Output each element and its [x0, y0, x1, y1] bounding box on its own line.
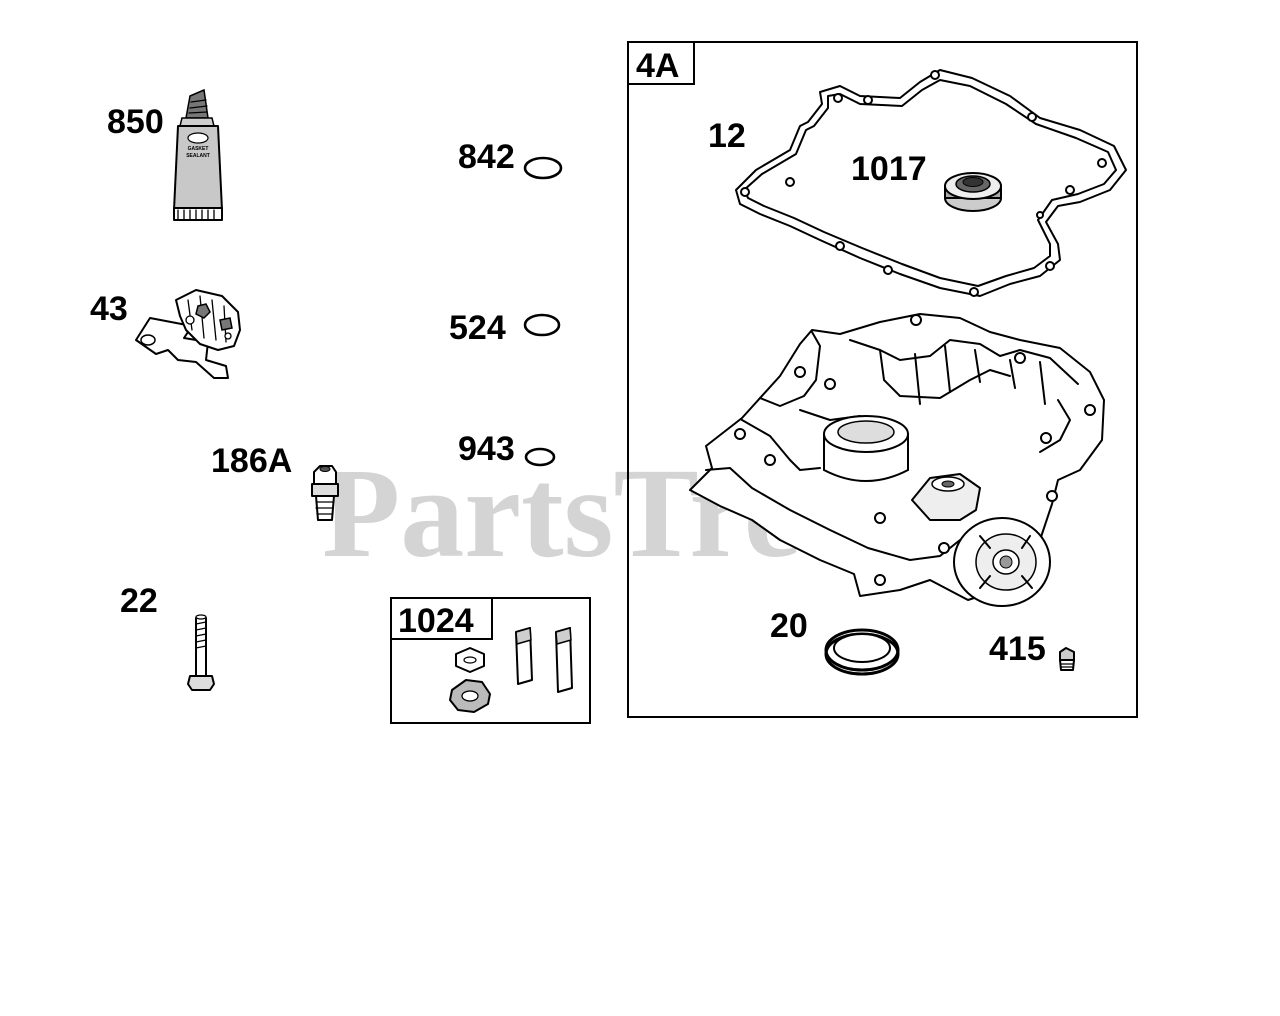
label-22: 22 — [120, 582, 158, 620]
plug-part[interactable] — [1059, 647, 1075, 671]
label-43: 43 — [90, 290, 128, 328]
label-842: 842 — [458, 138, 515, 176]
oring-943-part[interactable] — [524, 447, 556, 467]
label-4a: 4A — [636, 47, 679, 85]
oil-seal-part[interactable] — [944, 172, 1002, 212]
assembly-4a-box — [627, 41, 1138, 718]
tube-text-1: GASKET — [188, 146, 209, 152]
label-524: 524 — [449, 309, 506, 347]
label-186a: 186A — [211, 442, 292, 480]
label-12: 12 — [708, 117, 746, 155]
bolt-part[interactable] — [187, 614, 215, 691]
label-1024: 1024 — [398, 602, 474, 640]
label-850: 850 — [107, 103, 164, 141]
bracket-assembly-part[interactable] — [135, 289, 241, 379]
tube-text-2: SEALANT — [186, 153, 210, 159]
crankcase-cover-part[interactable] — [689, 313, 1105, 607]
label-415: 415 — [989, 630, 1046, 668]
label-20: 20 — [770, 607, 808, 645]
label-943: 943 — [458, 430, 515, 468]
kit-1024-parts[interactable] — [449, 627, 573, 713]
oring-524-part[interactable] — [523, 313, 561, 337]
oring-842-part[interactable] — [523, 156, 563, 180]
sealant-tube-part[interactable]: GASKET SEALANT — [173, 88, 223, 221]
gasket-part[interactable] — [735, 69, 1127, 297]
fitting-part[interactable] — [311, 465, 339, 521]
label-1017: 1017 — [851, 150, 927, 188]
seal-ring-part[interactable] — [824, 628, 900, 676]
